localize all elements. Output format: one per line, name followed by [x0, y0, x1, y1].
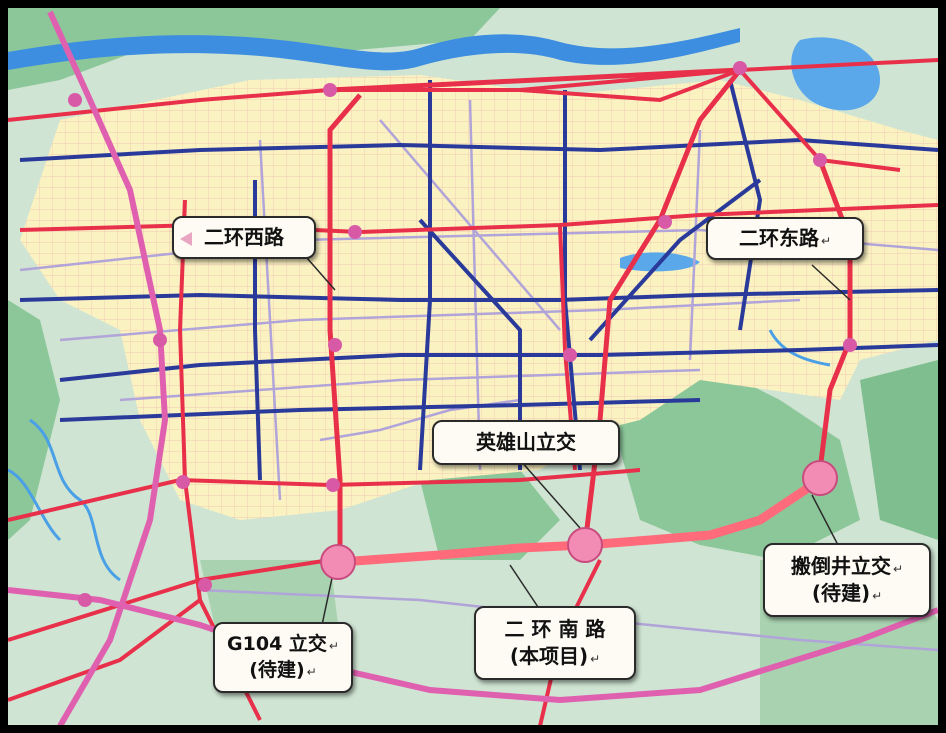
callout-bandao-interchange: 搬倒井立交↵ (待建)↵	[763, 543, 931, 617]
return-mark-icon: ↵	[328, 639, 339, 653]
east-ring-label: 二环东路	[738, 226, 819, 250]
yingxiong-label: 英雄山立交	[476, 430, 576, 454]
rivers	[7, 329, 831, 582]
bandao-status: (待建)	[811, 581, 871, 605]
return-mark-icon: ↵	[820, 234, 832, 248]
return-mark-icon: ↵	[306, 664, 317, 679]
callout-east-ring-road: 二环东路↵	[706, 217, 864, 260]
arterial-roads	[19, 79, 939, 481]
callout-yingxiong-interchange: 英雄山立交	[432, 420, 620, 465]
south-ring-label: 二 环 南 路	[504, 617, 606, 641]
west-ring-label: 二环西路	[204, 225, 284, 249]
yingxiong-interchange-marker[interactable]	[567, 527, 603, 563]
callout-g104-interchange: G104 立交↵ (待建)↵	[213, 622, 353, 694]
urban-grid	[20, 75, 938, 520]
callout-south-ring-road: 二 环 南 路 (本项目)↵	[474, 606, 636, 680]
g104-status: (待建)	[249, 658, 305, 681]
callout-west-ring-road: 二环西路	[172, 216, 316, 259]
south-ring-project	[339, 476, 823, 567]
south-ring-note: (本项目)	[509, 644, 589, 668]
minor-interchanges	[68, 61, 857, 607]
g104-interchange-marker[interactable]	[320, 544, 356, 580]
return-mark-icon: ↵	[590, 652, 601, 666]
bandao-interchange-marker[interactable]	[802, 460, 838, 496]
return-mark-icon: ↵	[892, 562, 904, 576]
g104-label: G104 立交	[227, 633, 327, 655]
bandao-label: 搬倒井立交	[790, 554, 891, 578]
arrow-left-icon	[180, 232, 192, 246]
expressway	[7, 10, 940, 728]
return-mark-icon: ↵	[872, 589, 883, 603]
